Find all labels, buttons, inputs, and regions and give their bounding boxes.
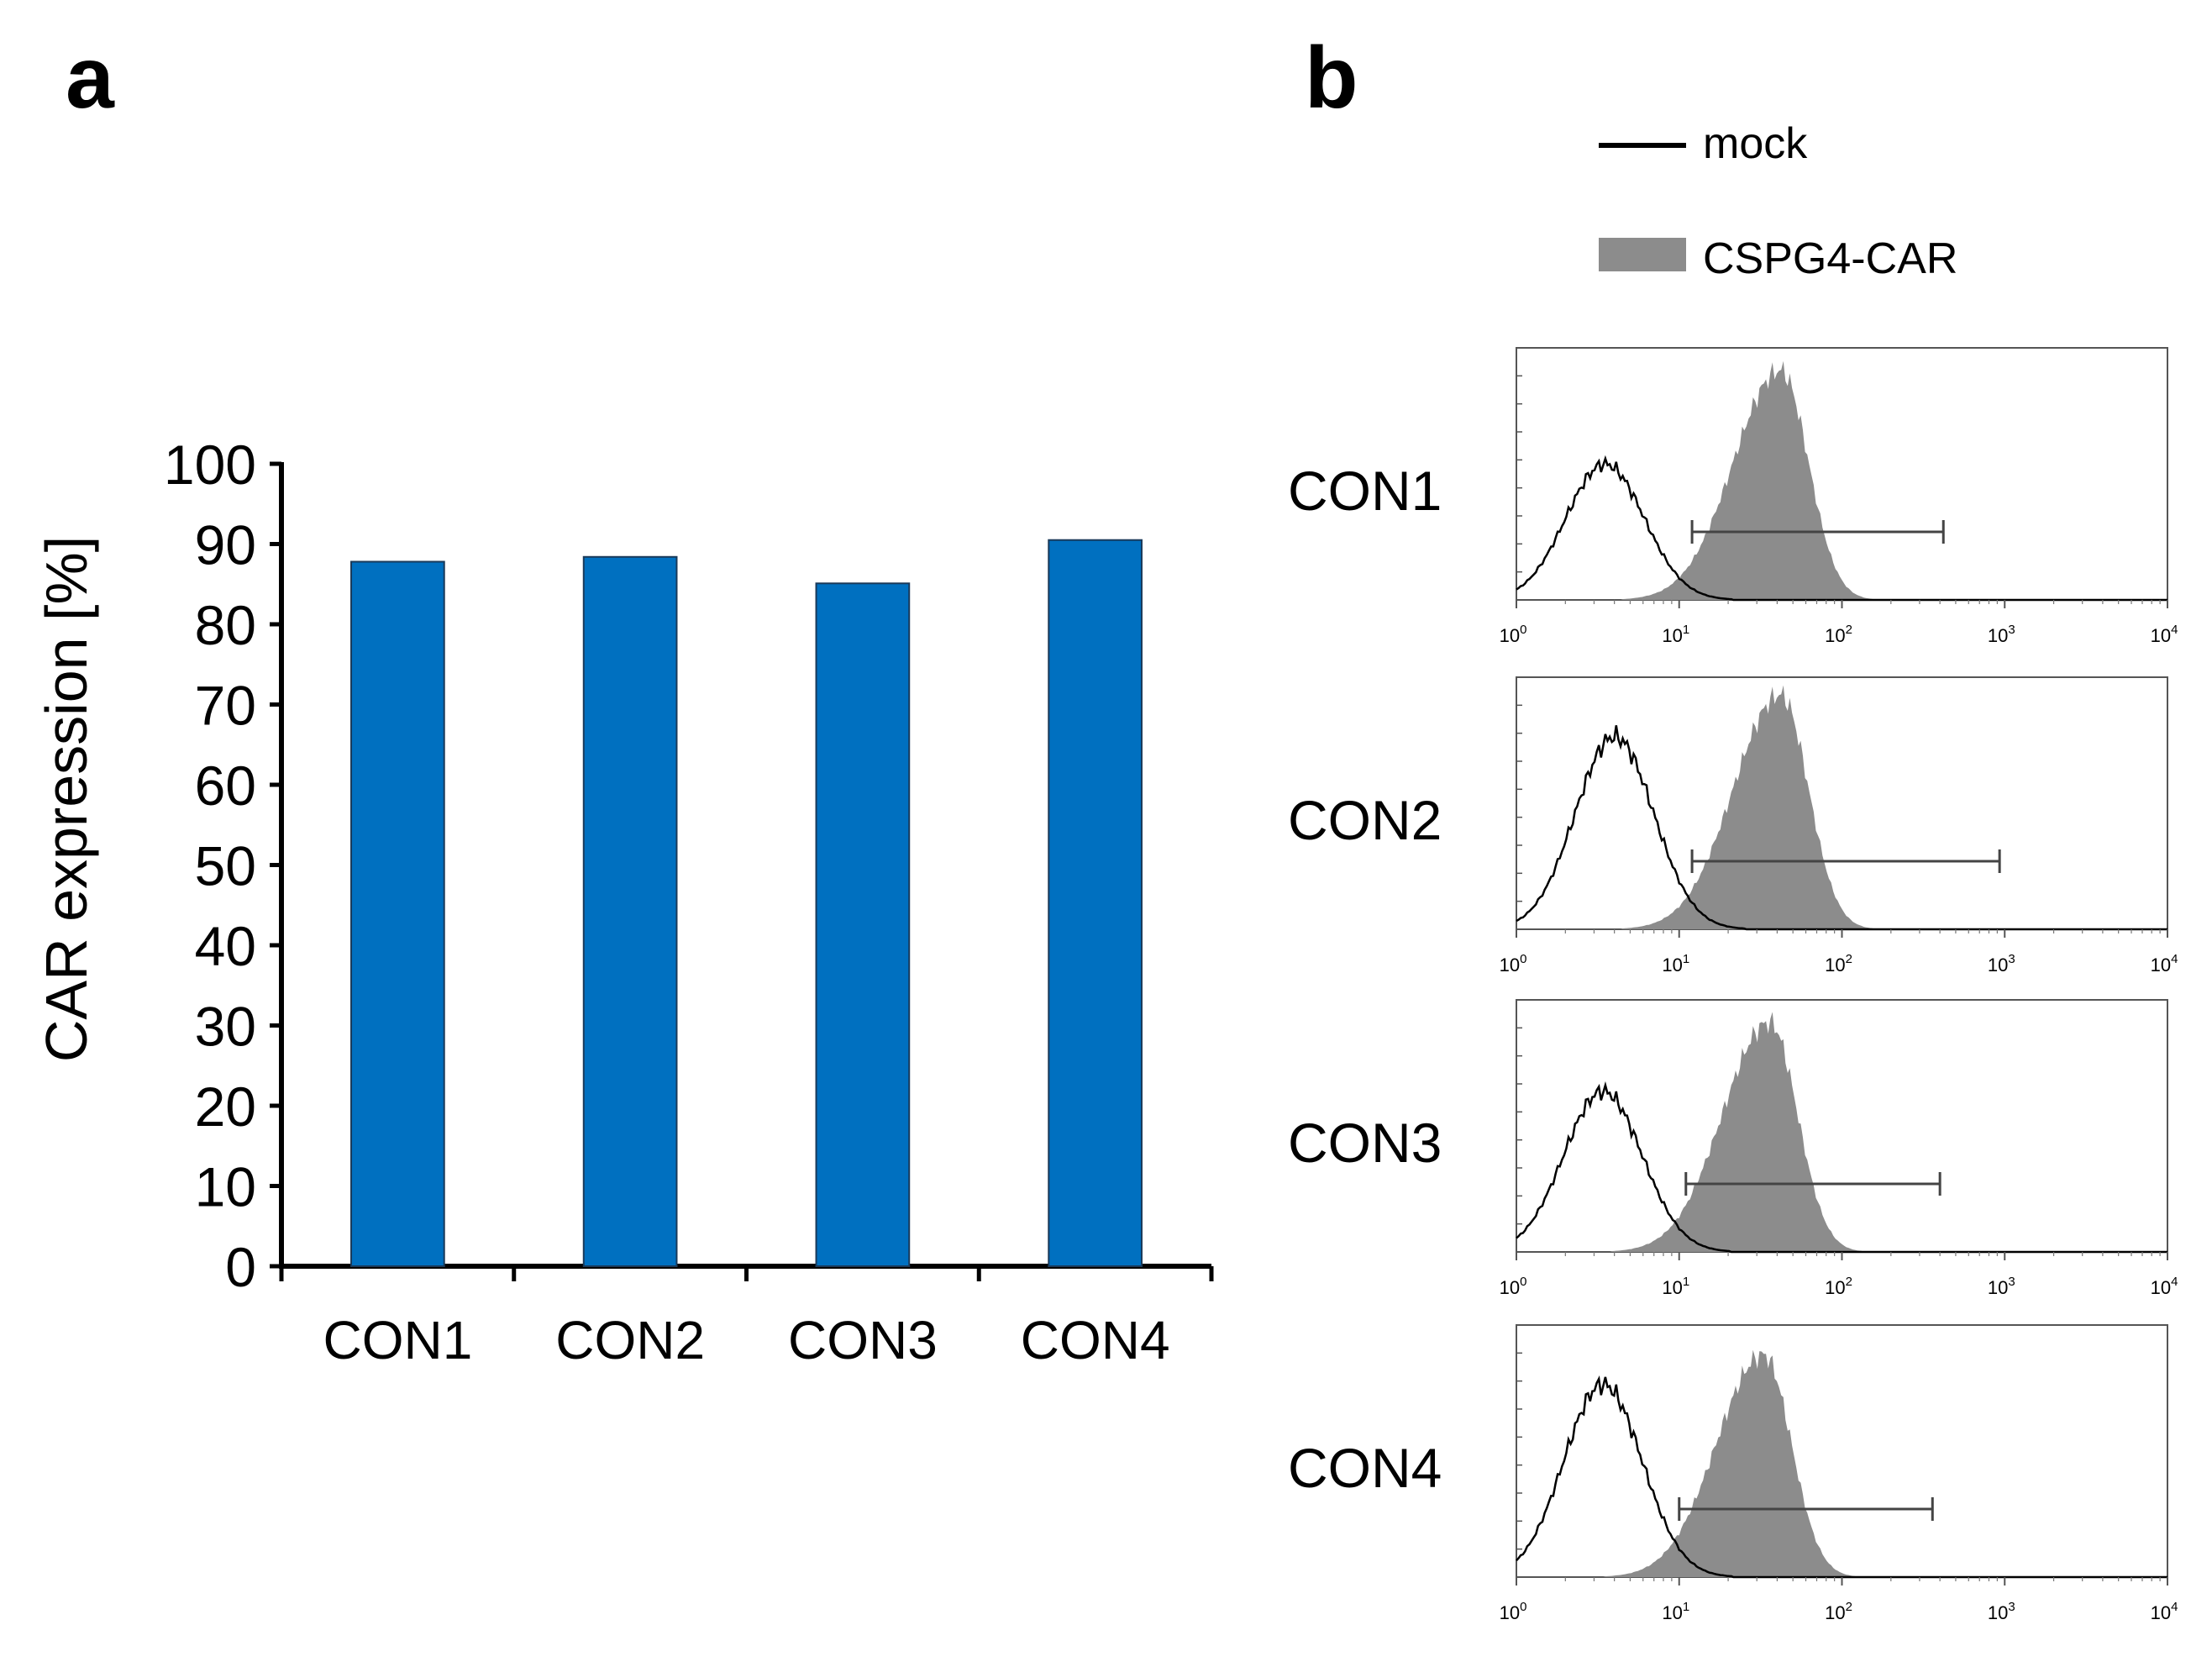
bar xyxy=(1048,539,1143,1267)
x-tick-label: 104 xyxy=(2151,623,2178,646)
x-tick-exponent: 4 xyxy=(2171,952,2178,966)
x-tick-exponent: 1 xyxy=(1683,1600,1689,1614)
x-tick-label: 101 xyxy=(1662,623,1689,646)
x-tick-exponent: 2 xyxy=(1846,1600,1852,1614)
histogram-label: CON2 xyxy=(1288,789,1442,851)
y-axis-label: CAR expression [%] xyxy=(34,536,99,1062)
histogram-frame xyxy=(1516,999,2168,1253)
x-tick-base: 10 xyxy=(2151,625,2171,646)
histogram-frame xyxy=(1516,676,2168,930)
y-tick-label: 70 xyxy=(195,675,256,737)
x-tick-base: 10 xyxy=(2151,1277,2171,1298)
x-tick-label: 102 xyxy=(1825,952,1852,975)
y-tick-label: 100 xyxy=(164,434,256,496)
x-tick-exponent: 2 xyxy=(1846,1275,1852,1289)
x-tick-label: 103 xyxy=(1988,952,2015,975)
x-tick-label: 100 xyxy=(1500,952,1527,975)
x-tick-exponent: 0 xyxy=(1520,952,1526,966)
x-tick-exponent: 2 xyxy=(1846,952,1852,966)
y-tick-label: 50 xyxy=(195,835,256,897)
x-tick-exponent: 2 xyxy=(1846,623,1852,637)
histogram-frame xyxy=(1516,1324,2168,1578)
x-tick-exponent: 0 xyxy=(1520,1275,1526,1289)
x-tick-label: 104 xyxy=(2151,1600,2178,1623)
x-tick-base: 10 xyxy=(1662,1277,1682,1298)
x-tick-base: 10 xyxy=(1825,1277,1845,1298)
x-tick-exponent: 3 xyxy=(2008,1600,2015,1614)
x-tick-label: CON2 xyxy=(555,1310,705,1370)
x-tick-label: CON4 xyxy=(1021,1310,1170,1370)
x-tick-label: CON3 xyxy=(788,1310,938,1370)
x-tick-label: 102 xyxy=(1825,623,1852,646)
x-tick-exponent: 0 xyxy=(1520,623,1526,637)
panel-b-label: b xyxy=(1305,29,1358,127)
x-tick-label: 101 xyxy=(1662,1275,1689,1298)
x-tick-label: 103 xyxy=(1988,1275,2015,1298)
x-tick-label: 102 xyxy=(1825,1600,1852,1623)
histogram-label: CON4 xyxy=(1288,1437,1442,1499)
x-tick-base: 10 xyxy=(2151,1602,2171,1623)
x-tick-label: 100 xyxy=(1500,623,1527,646)
y-tick-label: 40 xyxy=(195,915,256,977)
x-tick-label: 104 xyxy=(2151,952,2178,975)
x-tick-label: 101 xyxy=(1662,952,1689,975)
x-tick-exponent: 4 xyxy=(2171,1600,2178,1614)
x-tick-label: CON1 xyxy=(323,1310,472,1370)
histogram-label: CON3 xyxy=(1288,1112,1442,1174)
histogram-frame xyxy=(1516,347,2168,601)
y-tick-label: 90 xyxy=(195,514,256,576)
x-tick-exponent: 1 xyxy=(1683,952,1689,966)
y-tick-label: 30 xyxy=(195,996,256,1058)
legend-label: CSPG4-CAR xyxy=(1703,234,1957,283)
x-tick-base: 10 xyxy=(1500,625,1520,646)
y-tick-label: 80 xyxy=(195,594,256,656)
x-tick-exponent: 3 xyxy=(2008,1275,2015,1289)
x-tick-base: 10 xyxy=(1662,625,1682,646)
x-tick-exponent: 1 xyxy=(1683,623,1689,637)
legend-label: mock xyxy=(1703,119,1808,168)
x-tick-label: 100 xyxy=(1500,1275,1527,1298)
bar xyxy=(582,555,678,1267)
histogram-label: CON1 xyxy=(1288,460,1442,522)
x-tick-label: 100 xyxy=(1500,1600,1527,1623)
x-tick-exponent: 1 xyxy=(1683,1275,1689,1289)
x-tick-base: 10 xyxy=(2151,954,2171,975)
legend-fill-swatch xyxy=(1599,238,1686,271)
x-tick-label: 103 xyxy=(1988,623,2015,646)
y-tick-label: 60 xyxy=(195,755,256,817)
bar xyxy=(350,560,445,1267)
x-tick-label: 101 xyxy=(1662,1600,1689,1623)
y-tick-label: 20 xyxy=(195,1075,256,1138)
x-tick-base: 10 xyxy=(1662,954,1682,975)
bar-chart: CAR expression [%] 0 10 20 30 40 50 60 70 80 90 10… xyxy=(34,434,1214,1370)
x-tick-exponent: 3 xyxy=(2008,623,2015,637)
x-tick-exponent: 4 xyxy=(2171,623,2178,637)
x-tick-base: 10 xyxy=(1662,1602,1682,1623)
x-tick-base: 10 xyxy=(1825,625,1845,646)
panel-a-label: a xyxy=(66,29,115,127)
x-tick-base: 10 xyxy=(1825,954,1845,975)
x-tick-label: 102 xyxy=(1825,1275,1852,1298)
x-tick-base: 10 xyxy=(1988,1277,2008,1298)
y-tick-label: 10 xyxy=(195,1156,256,1218)
x-tick-base: 10 xyxy=(1500,954,1520,975)
x-tick-exponent: 0 xyxy=(1520,1600,1526,1614)
x-tick-label: 103 xyxy=(1988,1600,2015,1623)
x-tick-base: 10 xyxy=(1988,1602,2008,1623)
x-tick-label: 104 xyxy=(2151,1275,2178,1298)
x-tick-base: 10 xyxy=(1825,1602,1845,1623)
x-tick-base: 10 xyxy=(1988,625,2008,646)
x-tick-exponent: 3 xyxy=(2008,952,2015,966)
bar xyxy=(815,582,911,1267)
x-tick-exponent: 4 xyxy=(2171,1275,2178,1289)
x-tick-base: 10 xyxy=(1500,1602,1520,1623)
x-tick-base: 10 xyxy=(1988,954,2008,975)
x-tick-base: 10 xyxy=(1500,1277,1520,1298)
y-tick-label: 0 xyxy=(225,1236,256,1298)
